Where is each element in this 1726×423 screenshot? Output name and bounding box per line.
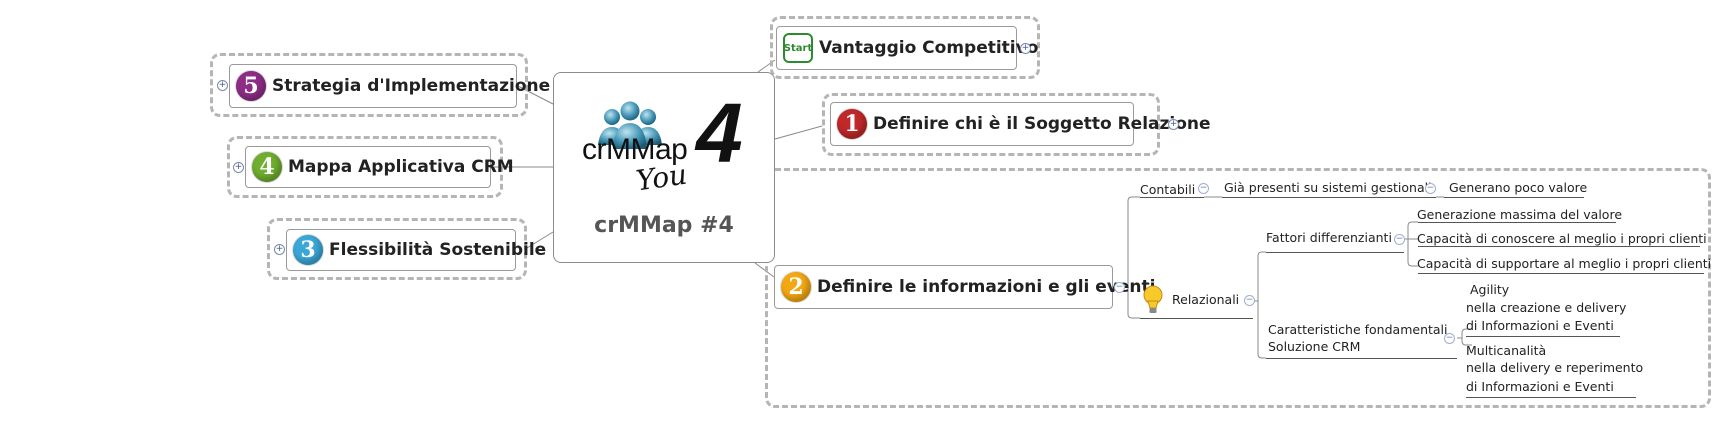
people-icon [598,101,662,149]
topic-strategia[interactable]: 5 Strategia d'Implementazione [229,64,550,108]
topic-vantaggio[interactable]: Start Vantaggio Competitivo [776,26,1038,70]
topic-label: Flessibilità Sostenibile [329,240,547,260]
expand-icon[interactable]: + [217,80,228,91]
subtopic-fattori[interactable]: Fattori differenzianti [1266,230,1392,245]
subtopic-generano[interactable]: Generano poco valore [1449,180,1588,195]
underline [1266,252,1404,253]
topic-informazioni[interactable]: 2 Definire le informazioni e gli eventi [774,265,1156,309]
multicanalita-line3[interactable]: di Informazioni e Eventi [1466,379,1614,394]
collapse-icon[interactable]: − [1425,183,1436,194]
topic-label: Strategia d'Implementazione [272,76,551,96]
agility-line1[interactable]: Agility [1470,282,1510,297]
topic-flessibilita[interactable]: 3 Flessibilità Sostenibile [286,229,546,271]
underline [1418,273,1704,274]
number-5-icon: 5 [236,71,266,101]
underline [1418,246,1700,247]
subtopic-contabili[interactable]: Contabili [1140,182,1196,197]
underline [1466,397,1636,398]
collapse-icon[interactable]: − [1114,282,1125,293]
multicanalita-line1[interactable]: Multicanalità [1466,343,1547,358]
topic-label: Mappa Applicativa CRM [288,157,514,177]
collapse-icon[interactable]: − [1444,333,1455,344]
topic-label: Vantaggio Competitivo [819,38,1039,58]
fattori-item[interactable]: Capacità di supportare al meglio i propr… [1417,256,1712,271]
subtopic-gia-presenti[interactable]: Già presenti su sistemi gestionali [1224,180,1432,195]
boundary-soggetto [822,93,1160,156]
subtopic-caratteristiche-line2[interactable]: Soluzione CRM [1268,339,1361,354]
boundary-mappa [227,136,503,198]
number-2-icon: 2 [781,272,811,302]
underline [1418,222,1616,223]
logo-text: crMMap [582,133,688,166]
number-4-icon: 4 [252,152,282,182]
agility-line3[interactable]: di Informazioni e Eventi [1466,318,1614,333]
start-icon: Start [783,33,813,63]
expand-icon[interactable]: + [1168,119,1179,130]
boundary-vantaggio [770,16,1040,79]
subtopic-relazionali[interactable]: Relazionali [1172,292,1240,307]
topic-label: Definire le informazioni e gli eventi [817,277,1156,297]
agility-line2[interactable]: nella creazione e delivery [1466,300,1627,315]
central-topic[interactable]: crMMap 4 You crMMap #4 [553,72,775,263]
logo-digit: 4 [696,86,743,180]
boundary-informazioni [765,168,1711,408]
boundary-flessibilita [267,218,527,280]
fattori-item[interactable]: Capacità di conoscere al meglio i propri… [1417,231,1707,246]
underline [1444,197,1584,198]
multicanalita-line2[interactable]: nella delivery e reperimento [1466,360,1644,375]
central-title: crMMap #4 [594,213,734,238]
underline [1466,336,1620,337]
collapse-icon[interactable]: − [1394,234,1405,245]
number-3-icon: 3 [293,235,323,265]
expand-icon[interactable]: + [274,244,285,255]
collapse-icon[interactable]: − [1244,295,1255,306]
collapse-icon[interactable]: − [1198,183,1209,194]
underline [1140,318,1253,319]
topic-mappa[interactable]: 4 Mappa Applicativa CRM [245,146,514,188]
lightbulb-icon [1141,284,1165,320]
fattori-item[interactable]: Generazione massima del valore [1417,207,1623,222]
underline [1222,197,1436,198]
number-1-icon: 1 [837,109,867,139]
expand-icon[interactable]: + [233,162,244,173]
expand-icon[interactable]: + [1020,43,1031,54]
subtopic-caratteristiche-line1[interactable]: Caratteristiche fondamentali [1268,322,1448,337]
topic-label: Definire chi è il Soggetto Relazione [873,114,1211,134]
boundary-strategia [210,53,528,117]
topic-soggetto[interactable]: 1 Definire chi è il Soggetto Relazione [830,102,1211,146]
underline [1140,197,1204,198]
underline [1266,358,1457,359]
logo-script: You [633,157,690,198]
